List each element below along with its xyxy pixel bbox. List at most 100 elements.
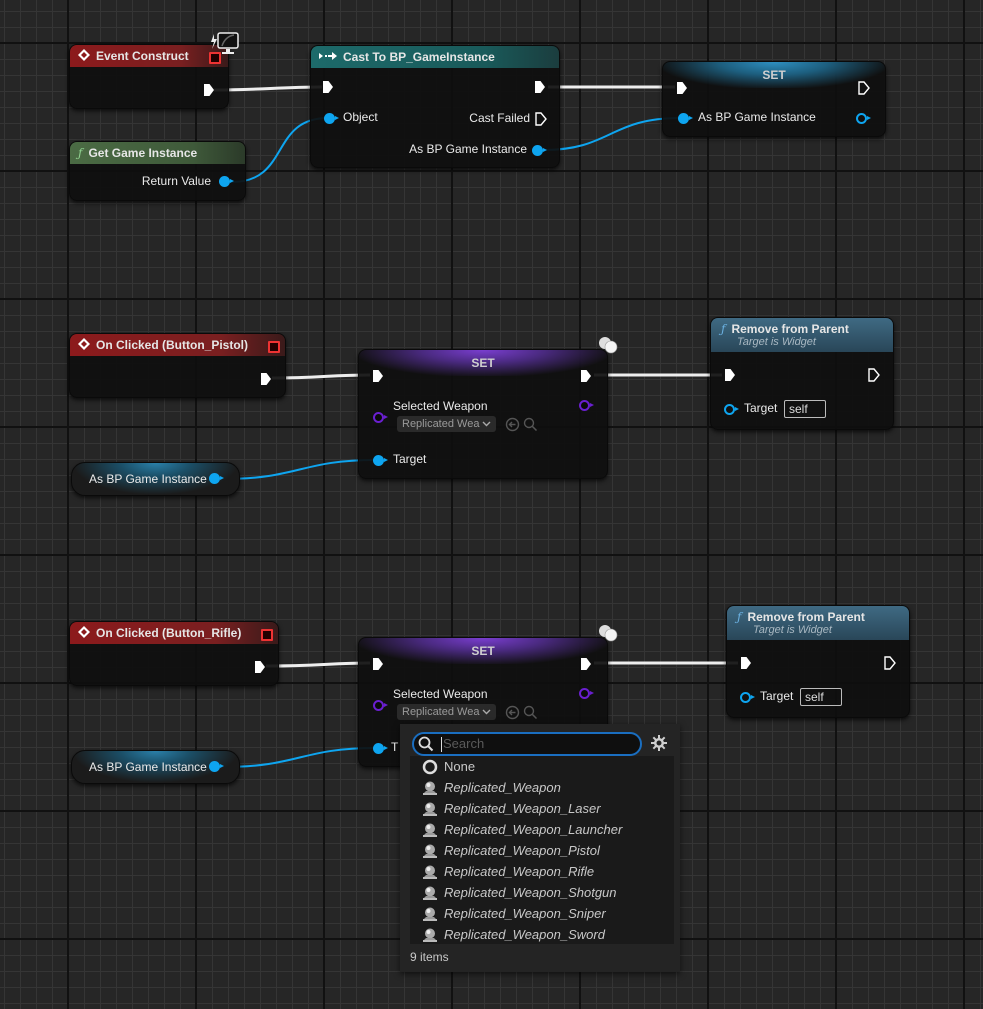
browse-search-icon[interactable] <box>523 705 538 725</box>
exec-out-pin[interactable] <box>581 658 591 670</box>
on-clicked-rifle-node[interactable]: On Clicked (Button_Rifle) <box>69 621 279 686</box>
list-item[interactable]: Replicated_Weapon_Rifle <box>410 861 674 882</box>
node-title: Get Game Instance <box>88 146 198 160</box>
exec-in-pin[interactable] <box>373 658 383 670</box>
target-pin[interactable] <box>373 455 388 466</box>
exec-out-pin[interactable] <box>581 370 591 382</box>
search-input[interactable]: Search <box>412 732 642 756</box>
actor-icon <box>422 801 438 823</box>
gear-icon[interactable] <box>650 734 668 757</box>
node-header: ƒ Get Game Instance <box>70 142 245 164</box>
list-item[interactable]: Replicated_Weapon_Sniper <box>410 903 674 924</box>
class-out-pin[interactable] <box>579 688 594 699</box>
node-header: SET <box>663 62 885 88</box>
node-header: On Clicked (Button_Pistol) <box>70 334 285 356</box>
list-item-label: None <box>444 759 476 774</box>
exec-out-pin[interactable] <box>535 81 545 93</box>
list-item-label: Replicated_Weapon_Sniper <box>444 906 606 921</box>
event-construct-node[interactable]: Event Construct <box>69 44 229 109</box>
list-item-label: Replicated_Weapon_Sword <box>444 927 605 942</box>
list-item[interactable]: Replicated_Weapon_Launcher <box>410 819 674 840</box>
node-title: On Clicked (Button_Pistol) <box>96 338 249 352</box>
list-item[interactable]: Replicated_Weapon_Laser <box>410 798 674 819</box>
node-title: Remove from Parent <box>731 322 849 336</box>
return-value-pin[interactable] <box>219 176 234 187</box>
exec-out-pin[interactable] <box>255 661 265 673</box>
list-item[interactable]: Replicated_Weapon_Shotgun <box>410 882 674 903</box>
as-bp-game-instance-getter[interactable]: As BP Game Instance <box>71 750 240 784</box>
function-icon: ƒ <box>721 322 726 336</box>
class-in-pin[interactable] <box>373 412 388 423</box>
target-pin[interactable] <box>373 743 388 754</box>
delegate-pin[interactable] <box>209 52 221 64</box>
list-item-label: Replicated_Weapon_Pistol <box>444 843 600 858</box>
node-header: SET <box>359 350 607 376</box>
function-icon: ƒ <box>737 610 742 624</box>
target-self-field[interactable]: self <box>784 400 826 418</box>
set-game-instance-node[interactable]: SET As BP Game Instance <box>662 61 886 137</box>
dropdown-value: Replicated Wea <box>402 418 480 430</box>
delegate-pin[interactable] <box>261 629 273 641</box>
exec-in-pin[interactable] <box>677 82 687 94</box>
value-out-pin[interactable] <box>856 113 871 124</box>
weapon-class-dropdown[interactable]: Replicated Wea <box>397 416 496 432</box>
replicated-icon <box>598 336 620 359</box>
class-out-pin[interactable] <box>579 400 594 411</box>
list-item[interactable]: Replicated_Weapon <box>410 777 674 798</box>
target-self-field[interactable]: self <box>800 688 842 706</box>
node-title: Cast To BP_GameInstance <box>343 50 495 64</box>
node-title: Event Construct <box>96 49 189 63</box>
node-header: Cast To BP_GameInstance <box>311 46 559 68</box>
target-pin[interactable] <box>724 404 739 415</box>
target-pin[interactable] <box>740 692 755 703</box>
node-subtitle: Target is Widget <box>753 624 832 636</box>
list-item[interactable]: Replicated_Weapon_Pistol <box>410 840 674 861</box>
target-label: Target <box>744 401 778 415</box>
value-in-pin[interactable] <box>678 113 693 124</box>
as-bp-game-instance-pin[interactable] <box>532 145 547 156</box>
return-value-label: Return Value <box>141 174 211 188</box>
get-game-instance-node[interactable]: ƒ Get Game Instance Return Value <box>69 141 246 201</box>
actor-icon <box>422 864 438 886</box>
chevron-down-icon <box>482 704 491 720</box>
browse-search-icon[interactable] <box>523 417 538 437</box>
delegate-pin[interactable] <box>268 341 280 353</box>
exec-out-pin[interactable] <box>858 81 870 100</box>
list-item-label: Replicated_Weapon_Laser <box>444 801 601 816</box>
selected-weapon-label: Selected Weapon <box>393 399 488 413</box>
node-title: Remove from Parent <box>747 610 865 624</box>
node-header: On Clicked (Button_Rifle) <box>70 622 278 644</box>
cast-to-node[interactable]: Cast To BP_GameInstance Object Cast Fail… <box>310 45 560 168</box>
class-in-pin[interactable] <box>373 700 388 711</box>
monitor-icon <box>210 32 240 61</box>
text-caret <box>441 737 442 752</box>
exec-out-pin[interactable] <box>261 373 271 385</box>
getter-out-pin[interactable] <box>209 473 224 484</box>
exec-out-pin[interactable] <box>204 84 214 96</box>
object-pin[interactable] <box>324 113 339 124</box>
actor-icon <box>422 906 438 928</box>
exec-in-pin[interactable] <box>725 369 735 381</box>
set-selected-weapon-pistol-node[interactable]: SET Selected Weapon Replicated Wea Targe… <box>358 349 608 479</box>
exec-in-pin[interactable] <box>373 370 383 382</box>
list-item[interactable]: Replicated_Weapon_Sword <box>410 924 674 945</box>
cast-failed-pin[interactable] <box>535 112 547 131</box>
list-item-label: Replicated_Weapon <box>444 780 561 795</box>
actor-icon <box>422 843 438 865</box>
weapon-class-dropdown[interactable]: Replicated Wea <box>397 704 496 720</box>
use-selected-icon[interactable] <box>505 417 520 437</box>
on-clicked-pistol-node[interactable]: On Clicked (Button_Pistol) <box>69 333 286 398</box>
exec-out-pin[interactable] <box>868 368 880 387</box>
node-title: On Clicked (Button_Rifle) <box>96 626 242 640</box>
getter-out-pin[interactable] <box>209 761 224 772</box>
list-item[interactable]: None <box>410 756 674 777</box>
use-selected-icon[interactable] <box>505 705 520 725</box>
exec-out-pin[interactable] <box>884 656 896 675</box>
as-bp-game-instance-getter[interactable]: As BP Game Instance <box>71 462 240 496</box>
exec-in-pin[interactable] <box>741 657 751 669</box>
exec-in-pin[interactable] <box>323 81 333 93</box>
